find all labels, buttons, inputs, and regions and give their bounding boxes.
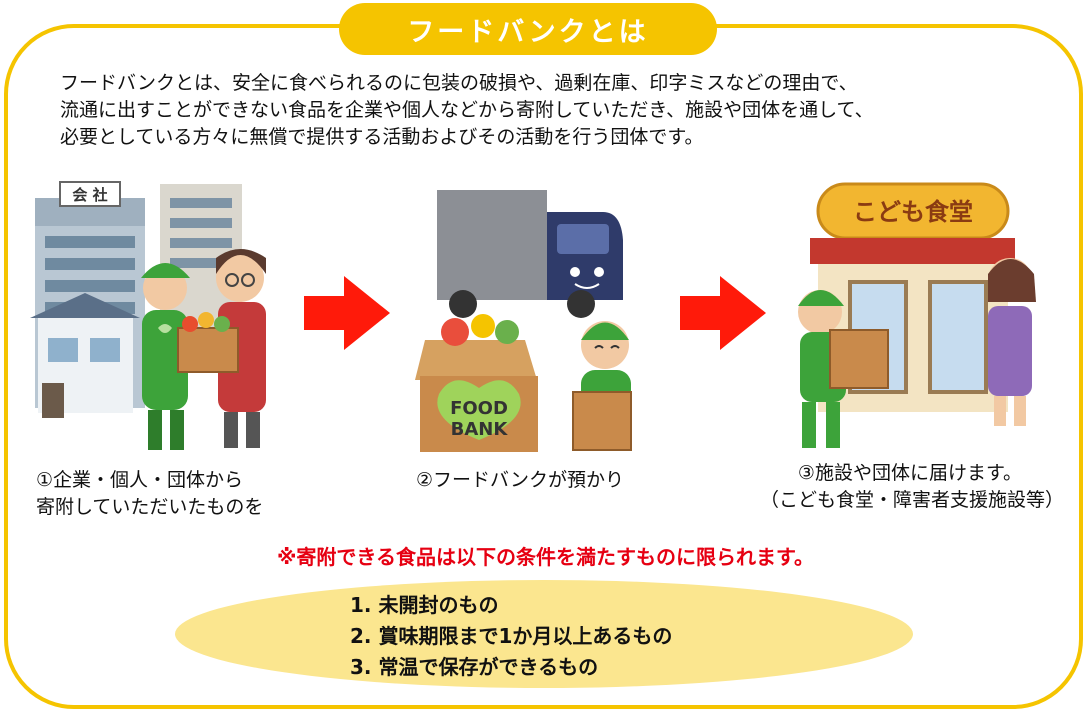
- intro-line: 必要としている方々に無償で提供する活動およびその活動を行う団体です。: [60, 126, 704, 148]
- donation-illustration: 会 社: [30, 178, 290, 460]
- conditions-list: 1. 未開封のもの 2. 賞味期限まで1か月以上あるもの 3. 常温で保存ができ…: [350, 590, 672, 683]
- page-title: フードバンクとは: [339, 3, 717, 55]
- arrow-right-icon: [304, 276, 390, 350]
- caption-line: （こども食堂・障害者支援施設等）: [760, 489, 1065, 511]
- box-label-bank: BANK: [451, 419, 509, 440]
- intro-line: 流通に出すことができない食品を企業や個人などから寄附していただき、施設や団体を通…: [60, 99, 874, 121]
- cafeteria-sign: こども食堂: [853, 198, 973, 226]
- condition-item: 1. 未開封のもの: [350, 593, 499, 617]
- intro-line: フードバンクとは、安全に食べられるのに包装の破損や、過剰在庫、印字ミスなどの理由…: [60, 72, 858, 94]
- step3-caption: ③施設や団体に届けます。 （こども食堂・障害者支援施設等）: [760, 460, 1065, 514]
- condition-item: 3. 常温で保存ができるもの: [350, 655, 599, 679]
- caption-line: 寄附していただいたものを: [36, 496, 264, 518]
- caption-line: ①企業・個人・団体から: [36, 469, 244, 491]
- box-label-food: FOOD: [450, 398, 508, 419]
- step1-caption: ①企業・個人・団体から 寄附していただいたものを: [36, 467, 263, 521]
- donation-notice: ※寄附できる食品は以下の条件を満たすものに限られます。: [276, 545, 815, 569]
- caption-line: ②フードバンクが預かり: [416, 469, 624, 491]
- caption-line: ③施設や団体に届けます。: [797, 462, 1023, 484]
- condition-item: 2. 賞味期限まで1か月以上あるもの: [350, 624, 673, 648]
- step2-caption: ②フードバンクが預かり: [416, 467, 624, 494]
- intro-text: フードバンクとは、安全に食べられるのに包装の破損や、過剰在庫、印字ミスなどの理由…: [60, 70, 1050, 151]
- conditions-panel: [175, 580, 913, 688]
- delivery-illustration: こども食堂: [790, 182, 1040, 462]
- foodbank-illustration: FOOD BANK: [415, 180, 665, 465]
- company-sign: 会 社: [72, 186, 107, 204]
- arrow-right-icon: [680, 276, 766, 350]
